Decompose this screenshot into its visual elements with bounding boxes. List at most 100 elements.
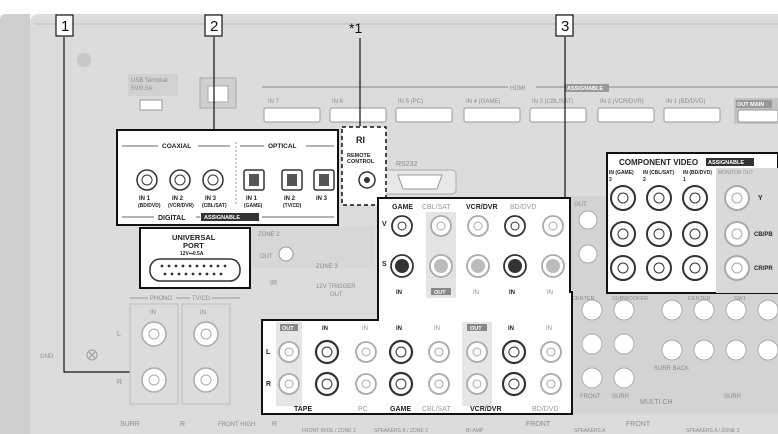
callout-1: 1	[61, 18, 69, 35]
l-label: L	[117, 331, 121, 338]
subwoofer-label: SUBWOOFER	[612, 296, 648, 302]
l-label: L	[266, 349, 271, 356]
coax-in-label: IN 3	[205, 196, 217, 202]
in-label: IN	[546, 326, 552, 332]
coaxial-label: COAXIAL	[162, 143, 191, 150]
callout-box-3	[555, 14, 574, 37]
speaker-label: FRONT	[626, 421, 651, 428]
r-label: R	[266, 381, 271, 388]
optical-jacks	[243, 169, 335, 191]
svideo-jacks	[390, 254, 565, 278]
center-label: CENTER	[572, 296, 595, 302]
hdmi-input-label: IN 3 (CBL/SAT)	[532, 99, 573, 105]
out-badge	[467, 324, 487, 331]
hdmi-input-label: IN 5 (PC)	[398, 99, 423, 105]
speaker-label: R	[180, 421, 185, 428]
in-label: IN	[509, 290, 515, 296]
trigger-label: 12V TRIGGER	[316, 284, 356, 290]
ir-label: IR	[270, 280, 277, 287]
coax-jack-inner	[174, 174, 186, 186]
phono-label: PHONO	[150, 296, 172, 302]
multi-ch-label: MULTI CH	[640, 399, 673, 406]
component-video-title: COMPONENT VIDEO	[619, 158, 698, 167]
network-jack	[207, 85, 229, 103]
in-label: IN	[396, 326, 402, 332]
ri-jack-center	[364, 177, 370, 183]
callout-box-1	[55, 14, 74, 37]
out-label: OUT	[574, 202, 587, 208]
component-col-num: 3	[609, 177, 612, 183]
universal-label: UNIVERSAL	[172, 233, 216, 242]
vcrdvr-label: VCR/DVR	[470, 406, 502, 413]
coax-in-sub: (BD/DVD)	[138, 203, 161, 209]
group-vcrdvr: VCR/DVR	[466, 204, 498, 211]
hdmi-port	[329, 107, 387, 123]
group-game: GAME	[392, 204, 413, 211]
hdmi-input-label: IN 7	[268, 99, 280, 105]
hdmi-input-label: IN 2 (VCR/DVR)	[600, 99, 644, 105]
hdmi-input-label: IN 1 (BD/DVD)	[666, 99, 705, 105]
usb-terminal-label: USB Terminal	[131, 78, 168, 84]
speaker-label: FRONT HIGH	[218, 422, 255, 428]
speaker-label: SPEAKERS A / ZONE 3	[686, 428, 740, 434]
s-label: S	[382, 261, 387, 268]
component-row-pb: CB/PB	[754, 232, 773, 238]
screw-hole	[77, 53, 91, 67]
sw1-label: SW1	[734, 296, 746, 302]
hdmi-port	[463, 107, 521, 123]
out-main-badge	[736, 100, 772, 108]
out-label: OUT	[260, 254, 273, 260]
out-main-label: OUT MAIN	[737, 102, 764, 108]
component-assignable-badge	[706, 158, 754, 166]
in-label: IN	[547, 290, 553, 296]
optical-jack-inner	[249, 174, 259, 186]
component-row-y: Y	[758, 195, 763, 202]
component-col: IN (BD/DVD)	[683, 170, 712, 176]
gnd-terminal	[86, 349, 98, 361]
leader-1	[63, 37, 138, 373]
digital-assignable-label: ASSIGNABLE	[204, 215, 240, 221]
in-label: IN	[200, 310, 206, 316]
usb-port	[139, 99, 163, 111]
universal-port-pins	[160, 264, 227, 276]
zone3-label: ZONE 3	[316, 264, 338, 270]
remote-control-label: REMOTE	[347, 153, 371, 159]
coax-jack-inner	[207, 174, 219, 186]
speaker-label: SPEAKERS A	[574, 428, 606, 434]
optical-jack-inner	[319, 174, 329, 186]
component-col: MONITOR OUT	[718, 170, 753, 176]
coax-in-label: IN 1	[139, 196, 151, 202]
trigger-out-label: OUT	[330, 292, 343, 298]
hdmi-port	[529, 107, 587, 123]
out-label: OUT	[470, 326, 482, 332]
universal-rating: 12V⎓0.5A	[180, 251, 204, 257]
component-col-num: 2	[643, 177, 646, 183]
optical-jack-inner	[287, 174, 297, 186]
callout-box-2	[204, 14, 223, 37]
digital-assignable-badge	[201, 213, 259, 221]
opt-in-label: IN 3	[316, 196, 328, 202]
speaker-label: FRONT WIDE / ZONE 2	[302, 428, 356, 434]
surr-label: SURR	[724, 394, 742, 400]
in-label: IN	[150, 310, 156, 316]
opt-in-sub: (GAME)	[244, 203, 263, 209]
hdmi-input-label: IN 4 (GAME)	[466, 99, 500, 105]
rs232-label: RS232	[396, 161, 418, 168]
usb-panel	[128, 74, 178, 96]
hdmi-inputs: IN 7 IN 6 IN 5 (PC) IN 4 (GAME) IN 3 (CB…	[263, 99, 721, 123]
in-label: IN	[473, 290, 479, 296]
surr-back-label: SURR BACK	[654, 366, 689, 372]
out-label: OUT	[282, 326, 294, 332]
bddvd-label: BD/DVD	[532, 406, 558, 413]
hdmi-input-label: IN 6	[332, 99, 344, 105]
out-badge	[431, 288, 451, 295]
pc-label: PC	[358, 406, 368, 413]
tape-label: TAPE	[294, 406, 312, 413]
coax-jack-inner	[141, 174, 153, 186]
component-col: IN (CBL/SAT)	[643, 170, 674, 176]
ir-jack	[278, 246, 294, 262]
digital-label: DIGITAL	[158, 215, 186, 222]
in-label: IN	[362, 326, 368, 332]
optical-label: OPTICAL	[268, 143, 297, 150]
